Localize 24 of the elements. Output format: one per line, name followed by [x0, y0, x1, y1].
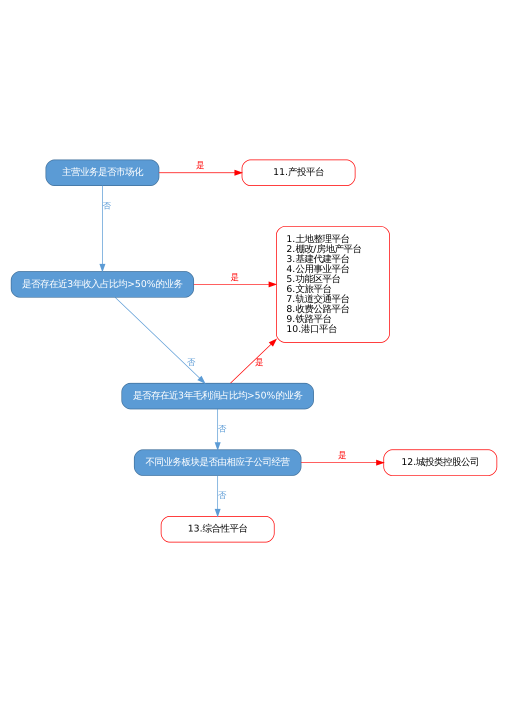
- node-box: 11.产投平台: [242, 159, 356, 186]
- arrow: [158, 169, 244, 176]
- edge-label: 否: [218, 424, 227, 434]
- edge-label: 否: [187, 358, 196, 368]
- arrow: [300, 459, 385, 466]
- edge-label: 否: [102, 200, 112, 211]
- edge-label: 是: [338, 450, 347, 461]
- arrow: [114, 296, 206, 384]
- node-box: 12.城投类控股公司: [383, 448, 498, 476]
- edge-label: 是: [230, 272, 240, 282]
- node-box: 1.土地整理平台 2.棚改/房地产平台 3.基建代建平台 4.公用事业平台 5.功能区平台 6.文旅平台 7.轨道交通平台 8.收费公路平台 9.铁路平台 10.港口平台: [276, 226, 390, 342]
- arrow: [194, 280, 278, 287]
- node-box: 不同业务板块是否由相应子公司经营: [134, 448, 302, 476]
- edge-label: 否: [218, 490, 227, 501]
- arrow: [214, 474, 221, 517]
- edge-label: 是: [196, 160, 205, 171]
- edge-label: 是: [255, 358, 264, 368]
- node-box: 主营业务是否市场化: [46, 159, 160, 186]
- node-box: 13.综合性平台: [160, 516, 275, 542]
- arrow: [230, 338, 278, 383]
- arrow: [99, 184, 106, 272]
- arrow: [214, 408, 221, 450]
- node-box: 是否存在近3年毛利润占比均>50%的业务: [121, 382, 314, 409]
- node-box: 是否存在近3年收入占比均>50%的业务: [10, 270, 194, 298]
